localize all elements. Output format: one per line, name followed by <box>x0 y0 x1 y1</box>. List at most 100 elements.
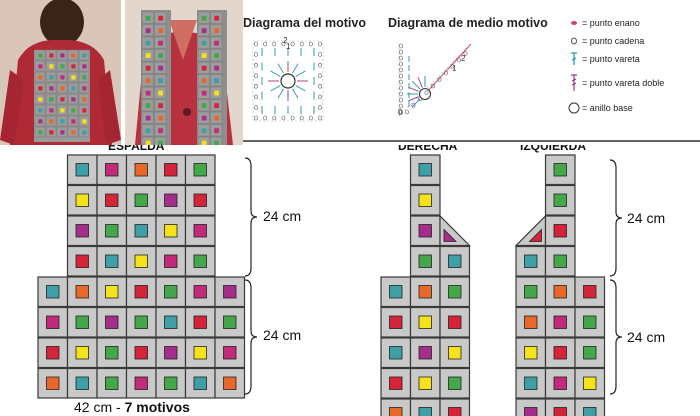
back-motif <box>155 337 187 369</box>
photo-motif-center <box>214 40 219 46</box>
chain-icon <box>318 62 322 68</box>
left-motif <box>515 245 547 277</box>
chain-icon <box>399 61 403 67</box>
photo-motif-center <box>49 64 54 69</box>
width-label: 42 cm - 7 motivos <box>74 399 190 415</box>
back-motif <box>125 215 157 247</box>
stitch-symbol <box>277 88 284 99</box>
left-motif <box>574 337 606 369</box>
right-motif <box>409 154 441 186</box>
right-motif <box>409 367 441 399</box>
back-motif <box>66 184 98 216</box>
treble-crochet-icon <box>568 74 580 92</box>
photo-motif-center <box>145 28 151 33</box>
photo-motif-center <box>38 119 43 124</box>
legend-item-slip-stitch: = punto enano <box>568 18 640 28</box>
photo-motif-center <box>201 28 207 33</box>
chain-icon <box>318 73 322 79</box>
left-motif <box>574 367 606 399</box>
right-motif <box>439 276 471 308</box>
stitch-symbol <box>292 63 299 74</box>
photo-motif-center <box>214 65 219 71</box>
left-motif <box>515 367 547 399</box>
back-motif <box>125 184 157 216</box>
photo-motif-center <box>60 108 65 113</box>
stitch-symbol <box>292 88 299 99</box>
height-brace <box>609 159 623 277</box>
back-motif <box>66 367 98 399</box>
back-motif <box>125 245 157 277</box>
photo-motif-center <box>201 103 207 108</box>
photo-motif-center <box>38 108 43 113</box>
right-motif <box>409 245 441 277</box>
stitch-symbol <box>270 70 281 77</box>
magic-ring-icon <box>280 73 296 89</box>
back-motif <box>96 245 128 277</box>
photo-motif-center <box>60 53 65 58</box>
photo-motif-center <box>158 40 163 46</box>
photo-motif-center <box>158 53 163 58</box>
photo-motif-center <box>60 130 65 135</box>
back-motif <box>155 276 187 308</box>
back-motif <box>66 337 98 369</box>
photo-motif-center <box>60 86 65 91</box>
photo-motif-center <box>71 119 76 124</box>
right-motif <box>380 337 412 369</box>
model-photo-front <box>125 0 243 145</box>
photo-motif-center <box>158 15 163 21</box>
chain-icon <box>450 64 455 69</box>
photo-motif-center <box>49 130 54 135</box>
left-motif <box>515 276 547 308</box>
photo-motif-center <box>49 86 54 91</box>
chain-icon <box>308 115 313 121</box>
chain-icon <box>399 85 403 91</box>
back-motif <box>184 154 216 186</box>
chain-icon <box>399 55 403 61</box>
half-motif-diagram-title: Diagrama de medio motivo <box>388 16 548 30</box>
stitch-symbol <box>417 77 423 88</box>
stitch-symbol <box>411 80 421 90</box>
half-round-label-0: 0 <box>398 108 403 117</box>
half-motif-diagram <box>398 43 472 117</box>
photo-motif-center <box>201 115 207 121</box>
back-upper-height-label: 24 cm <box>263 208 302 224</box>
right-front-panel <box>380 154 471 416</box>
photo-motif-center <box>38 86 43 91</box>
right-motif-half <box>439 214 471 247</box>
photo-motif-center <box>71 53 76 58</box>
chain-icon <box>431 83 435 89</box>
chain-icon <box>399 73 403 79</box>
left-motif <box>574 276 606 308</box>
photo-motif-center <box>214 128 219 133</box>
photo-motif-center <box>158 140 163 145</box>
photo-motif-center <box>214 103 219 108</box>
left-front-panel <box>514 154 606 416</box>
photo-motif-center <box>201 53 207 58</box>
stitch-symbol <box>295 85 306 92</box>
back-motif <box>96 154 128 186</box>
chain-icon <box>254 105 258 110</box>
legend-item-treble-crochet: = punto vareta doble <box>568 74 664 92</box>
back-motif <box>66 245 98 277</box>
photo-motif-center <box>82 130 87 135</box>
left-front-label: IZQUIERDA <box>520 139 586 153</box>
chain-icon <box>399 97 403 103</box>
height-braces <box>244 157 623 395</box>
photo-motif-center <box>145 78 151 83</box>
height-brace <box>244 279 258 395</box>
left-motif <box>544 367 576 399</box>
left-motif <box>544 154 576 186</box>
front-upper-height-label: 24 cm <box>627 210 666 226</box>
photo-motif-center <box>214 140 219 145</box>
back-motif <box>184 245 216 277</box>
chain-icon <box>399 49 403 55</box>
photo-motif-center <box>201 65 207 71</box>
right-motif <box>380 306 412 338</box>
stitch-symbol <box>270 85 281 92</box>
photo-motif-center <box>201 78 207 83</box>
chain-icon <box>308 41 313 47</box>
chain-icon <box>318 41 322 47</box>
back-piece-label: ESPALDA <box>108 139 165 153</box>
stitch-symbol <box>277 63 284 74</box>
back-motif <box>214 306 246 338</box>
